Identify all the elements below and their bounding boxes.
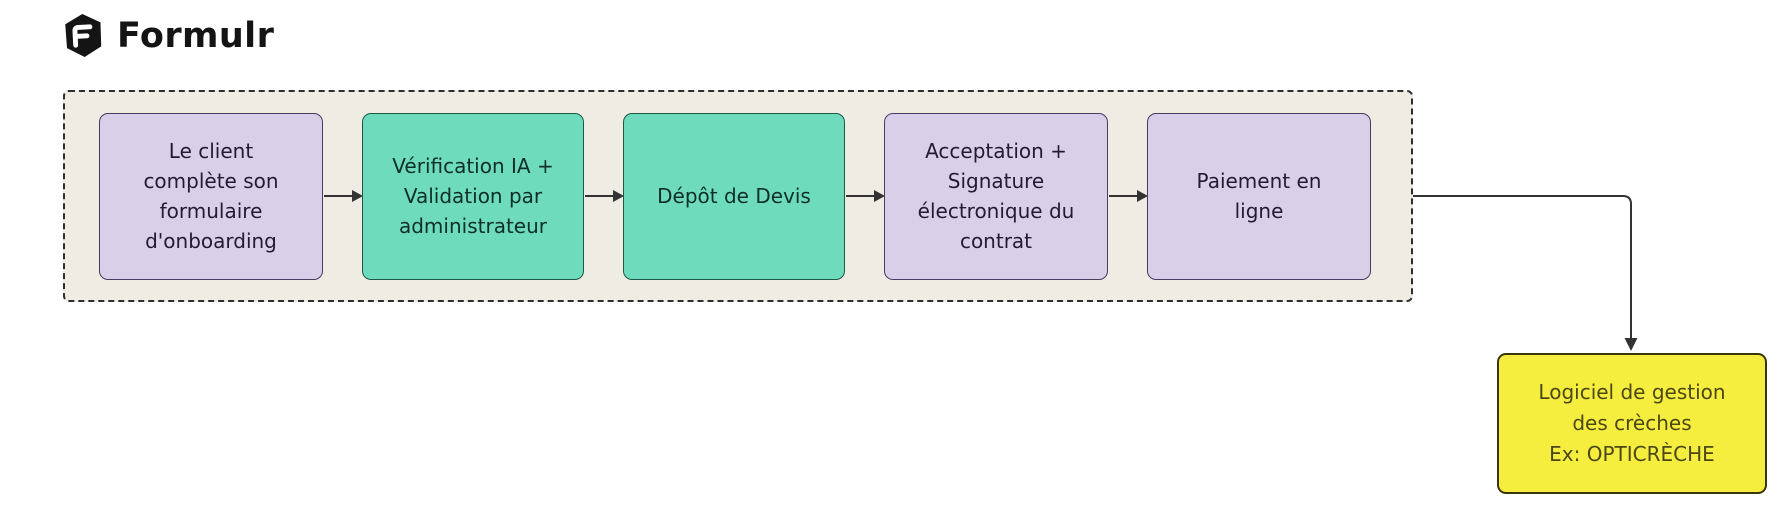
flow-step-signature: Acceptation + Signature électronique du …	[884, 112, 1108, 280]
onboarding-flow-container: Le client complète son formulaire d'onbo…	[63, 90, 1413, 302]
arrow-right-icon	[585, 195, 622, 197]
logo-text: Formulr	[117, 15, 275, 56]
flow-step-label: Paiement en ligne	[1196, 169, 1322, 223]
flow-step-label: Vérification IA + Validation par adminis…	[392, 154, 554, 238]
flow-step-label: Le client complète son formulaire d'onbo…	[143, 139, 279, 253]
flow-step-payment: Paiement en ligne	[1147, 112, 1371, 280]
flow-step-label: Acceptation + Signature électronique du …	[917, 139, 1075, 253]
flow-step-label: Dépôt de Devis	[657, 184, 811, 208]
flow-step-client-form: Le client complète son formulaire d'onbo…	[99, 112, 323, 280]
arrow-right-icon	[846, 195, 883, 197]
creche-software-label: Logiciel de gestion des crèches Ex: OPTI…	[1538, 380, 1726, 466]
arrow-right-icon	[1109, 195, 1146, 197]
flow-step-devis: Dépôt de Devis	[623, 112, 845, 280]
logo: Formulr	[60, 12, 274, 59]
flow-step-ai-verification: Vérification IA + Validation par adminis…	[362, 112, 584, 280]
formulr-logo-icon	[65, 13, 102, 58]
arrow-right-icon	[324, 195, 361, 197]
creche-software-node: Logiciel de gestion des crèches Ex: OPTI…	[1497, 353, 1767, 494]
flow-to-software-arrow-icon	[1413, 195, 1638, 351]
